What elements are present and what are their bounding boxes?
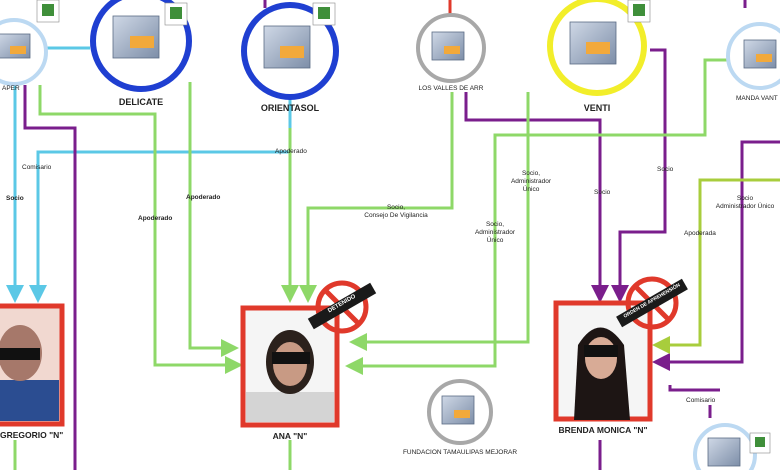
edge-label-socio-venti-1: Socio <box>594 189 611 196</box>
node-venti-icon <box>547 0 647 96</box>
edge-label-socio-admin-c: Socio Administrador Único <box>715 195 775 210</box>
edge-orientasol-gregorio-comisario <box>29 85 292 303</box>
node-valles-icon <box>416 13 486 83</box>
edge-label-socio-admin-a: Socio, Administrador Único <box>474 221 516 244</box>
detenido-stamp <box>307 280 377 334</box>
person-brenda-label: BRENDA MONICA "N" <box>558 425 648 435</box>
edge-manda-brenda-apoderada <box>652 178 780 354</box>
edge-aper-ana-apoderado <box>38 85 243 374</box>
edge-label-apoderado-orientasol: Apoderado <box>275 148 307 155</box>
node-fundacion-label: FUNDACION TAMAULIPAS MEJORAR <box>402 449 518 456</box>
connection-lines <box>6 0 780 470</box>
edge-venti-ana-admin-b <box>345 58 735 375</box>
node-venti-label: VENTI <box>583 103 611 113</box>
seal-icons <box>36 0 771 454</box>
node-aper-label: APER <box>2 85 20 92</box>
node-bottom-right-icon <box>693 423 757 470</box>
edge-valles-ana-consejo <box>299 92 454 303</box>
edge-valles-purple <box>464 92 609 303</box>
edge-label-comisario-left: Comisario <box>22 164 52 171</box>
node-fundacion-icon <box>427 379 493 445</box>
edge-label-apoderado-1: Apoderado <box>138 215 173 222</box>
edge-delicate-ana-apoderado <box>188 82 239 357</box>
edge-venti-ana-admin-a <box>349 92 530 351</box>
edge-venti-purple <box>611 48 667 303</box>
edge-right-purple-b <box>668 385 720 392</box>
orden-aprehension-stamp <box>616 276 688 330</box>
edge-right-purple-a <box>652 140 780 371</box>
node-manda-label: MANDA VANT <box>736 95 778 102</box>
edge-label-socio-consejo: Socio, Consejo De Vigilancia <box>364 204 428 219</box>
node-delicate-label: DELICATE <box>118 97 164 107</box>
edge-label-apoderado-2: Apoderado <box>186 194 221 201</box>
person-card-gregorio <box>0 303 65 427</box>
node-valles-label: LOS VALLES DE ARR <box>418 85 484 92</box>
node-orientasol-icon <box>241 2 339 100</box>
node-aper-icon <box>0 18 48 86</box>
person-ana-label: ANA "N" <box>272 431 308 441</box>
edge-label-socio-left: Socio <box>6 195 24 202</box>
edge-label-socio-admin-b: Socio, Administrador Único <box>510 170 552 193</box>
edge-label-socio-venti-2: Socio <box>657 166 674 173</box>
edge-label-comisario-right: Comisario <box>686 397 716 404</box>
node-orientasol-label: ORIENTASOL <box>260 103 320 113</box>
person-gregorio-label: GREGORIO "N" <box>0 430 64 440</box>
edge-label-apoderada: Apoderada <box>684 230 716 237</box>
person-card-ana <box>240 305 340 428</box>
node-manda-icon <box>726 22 780 90</box>
edge-aper-purple <box>23 85 77 470</box>
